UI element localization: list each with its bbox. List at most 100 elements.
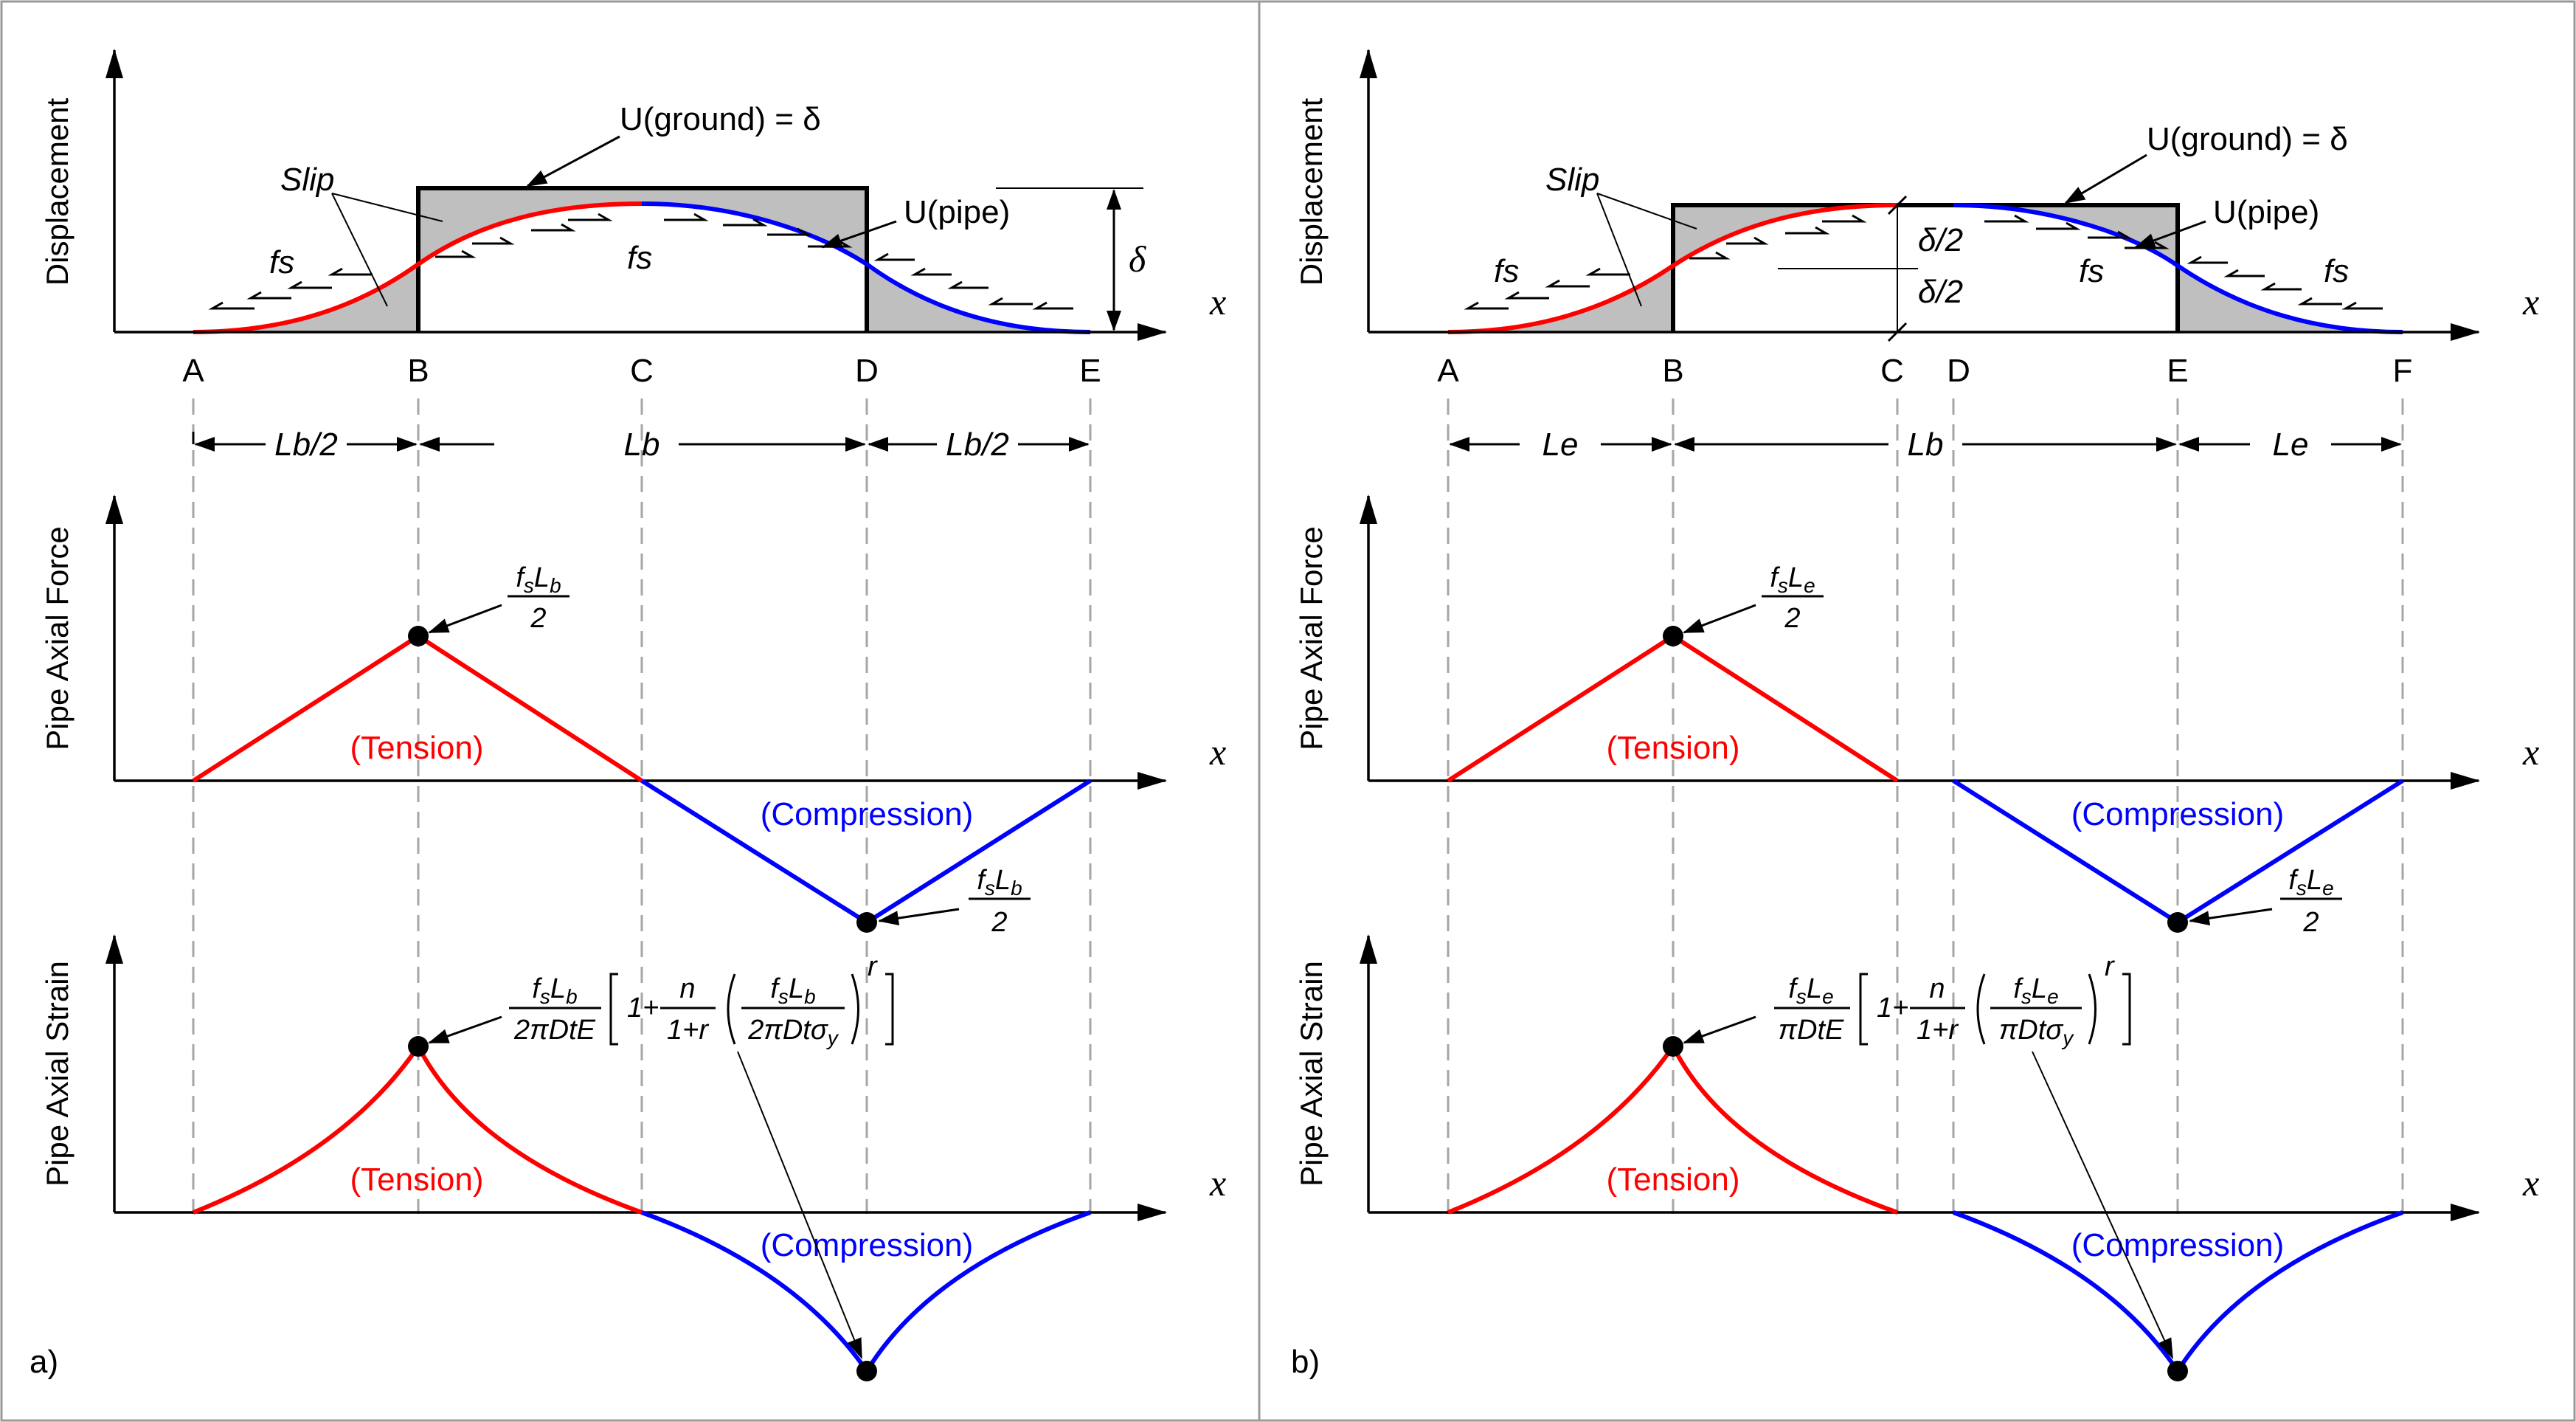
ground-region-right — [2178, 266, 2403, 332]
fs-label-center: fs — [2079, 253, 2104, 289]
slip-leader-2 — [331, 193, 443, 222]
force-peak-formula-bottom: fsLe 2 — [2280, 865, 2342, 938]
svg-text:fsLe: fsLe — [1770, 562, 1815, 597]
axial-force-plot-a: x Pipe Axial Force (Tension) (Compressio… — [40, 494, 1226, 938]
force-comp-leader — [2189, 908, 2273, 926]
svg-text:1+r: 1+r — [667, 1015, 709, 1046]
force-peak-formula-top: fsLe 2 — [1762, 562, 1824, 634]
panel-label-b: b) — [1291, 1344, 1320, 1380]
point-D: D — [855, 353, 879, 389]
point-D: D — [1947, 353, 1970, 389]
strain-peak-compression — [856, 1361, 877, 1381]
ground-leader — [526, 135, 620, 187]
x-axis-label: x — [1209, 731, 1226, 773]
svg-text:fsLb: fsLb — [516, 562, 561, 597]
y-axis-label-strain: Pipe Axial Strain — [40, 961, 75, 1187]
panel-a: x Displacement fs fs Slip U(ground) = δ — [30, 49, 1226, 1381]
dim-left: Lb/2 — [274, 427, 338, 463]
ground-displacement-line — [416, 186, 869, 332]
svg-text:2πDtσy: 2πDtσy — [747, 1015, 839, 1049]
delta-label: δ — [1129, 238, 1146, 280]
fs-label-left: fs — [1494, 253, 1519, 289]
dim-left: Le — [1543, 427, 1579, 463]
fs-label-left: fs — [269, 244, 294, 280]
length-dimensions — [192, 432, 1090, 452]
svg-text:2: 2 — [2302, 907, 2319, 938]
displacement-plot-b: x Displacement fs fs fs Slip U(ground) =… — [1294, 49, 2539, 463]
pipe-label: U(pipe) — [2213, 194, 2319, 230]
svg-text:1+r: 1+r — [1917, 1015, 1959, 1046]
ground-region-right — [867, 264, 1090, 332]
displacement-plot-a: x Displacement fs fs Slip U(ground) = δ — [40, 49, 1226, 463]
force-peak-tension — [1663, 626, 1683, 646]
y-axis-label-force: Pipe Axial Force — [1294, 526, 1329, 750]
strain-formula: fsLb 2πDtE 1+ n 1+r fsLb 2πDtσy r — [509, 951, 894, 1049]
point-A: A — [182, 353, 204, 389]
force-peak-compression — [856, 912, 877, 933]
ground-region-middle — [418, 188, 867, 264]
svg-text:2: 2 — [1784, 603, 1800, 634]
strain-peak-leader — [428, 1015, 502, 1044]
svg-text:2πDtE: 2πDtE — [513, 1015, 596, 1046]
svg-text:r: r — [868, 951, 878, 982]
x-axis-label: x — [2522, 281, 2539, 322]
svg-text:2: 2 — [991, 907, 1007, 938]
slip-label: Slip — [1545, 162, 1599, 198]
slip-leader-1 — [331, 193, 388, 307]
tension-label: (Tension) — [350, 730, 484, 766]
ground-label: U(ground) = δ — [2147, 121, 2348, 157]
pipe-leader — [821, 220, 897, 249]
dim-right: Lb/2 — [946, 427, 1009, 463]
half-delta-label-top: δ/2 — [1918, 222, 1963, 258]
dim-right: Le — [2273, 427, 2309, 463]
force-peak-leader — [428, 604, 502, 634]
tension-label: (Tension) — [350, 1162, 484, 1198]
svg-text:r: r — [2105, 951, 2115, 982]
slip-leader-2 — [1596, 193, 1697, 229]
svg-text:πDtE: πDtE — [1779, 1015, 1844, 1046]
dim-center: Lb — [1908, 427, 1944, 463]
dashed-guides-b — [1447, 398, 2404, 1214]
y-axis-label-force: Pipe Axial Force — [40, 526, 75, 750]
point-E: E — [2167, 353, 2188, 389]
ground-region-left — [1448, 266, 1673, 332]
slip-label: Slip — [280, 162, 334, 198]
point-F: F — [2393, 353, 2413, 389]
svg-text:n: n — [1929, 973, 1945, 1004]
compression-label: (Compression) — [761, 796, 974, 832]
panel-label-a: a) — [30, 1344, 58, 1380]
force-peak-tension — [408, 626, 429, 646]
svg-text:fsLb: fsLb — [977, 865, 1022, 900]
force-peak-leader — [1683, 604, 1756, 634]
friction-arrows — [1464, 214, 2383, 310]
force-peak-compression — [2167, 912, 2188, 933]
pipe-label: U(pipe) — [904, 194, 1010, 230]
y-axis-label-displacement: Displacement — [40, 97, 75, 286]
strain-peak-tension — [408, 1036, 429, 1057]
point-A: A — [1437, 353, 1459, 389]
dashed-guides-a — [192, 398, 1092, 1214]
strain-formula: fsLe πDtE 1+ n 1+r fsLe πDtσy r — [1774, 951, 2131, 1049]
dim-center: Lb — [624, 427, 660, 463]
axial-force-plot-b: x Pipe Axial Force (Tension) (Compressio… — [1294, 494, 2539, 938]
force-peak-formula-bottom: fsLb 2 — [969, 865, 1031, 938]
force-comp-leader — [878, 908, 960, 926]
point-B: B — [407, 353, 429, 389]
pipe-displacement-tension — [193, 201, 643, 334]
force-peak-formula-top: fsLb 2 — [508, 562, 569, 634]
pipe-displacement-compression — [641, 201, 1091, 334]
y-axis-label-strain: Pipe Axial Strain — [1294, 961, 1329, 1187]
svg-text:fsLe: fsLe — [2013, 973, 2058, 1008]
ground-region-left — [193, 264, 418, 332]
axial-strain-plot-a: x Pipe Axial Strain (Tension) (Compressi… — [40, 934, 1226, 1381]
svg-text:fsLe: fsLe — [1788, 973, 1833, 1008]
ground-region-middle — [1673, 205, 2178, 266]
point-C: C — [1880, 353, 1904, 389]
strain-comp-leader — [2032, 1051, 2173, 1359]
x-axis-label: x — [1209, 1162, 1226, 1204]
ground-leader — [2064, 153, 2147, 204]
x-axis-label: x — [1209, 281, 1226, 322]
compression-label: (Compression) — [761, 1227, 974, 1263]
